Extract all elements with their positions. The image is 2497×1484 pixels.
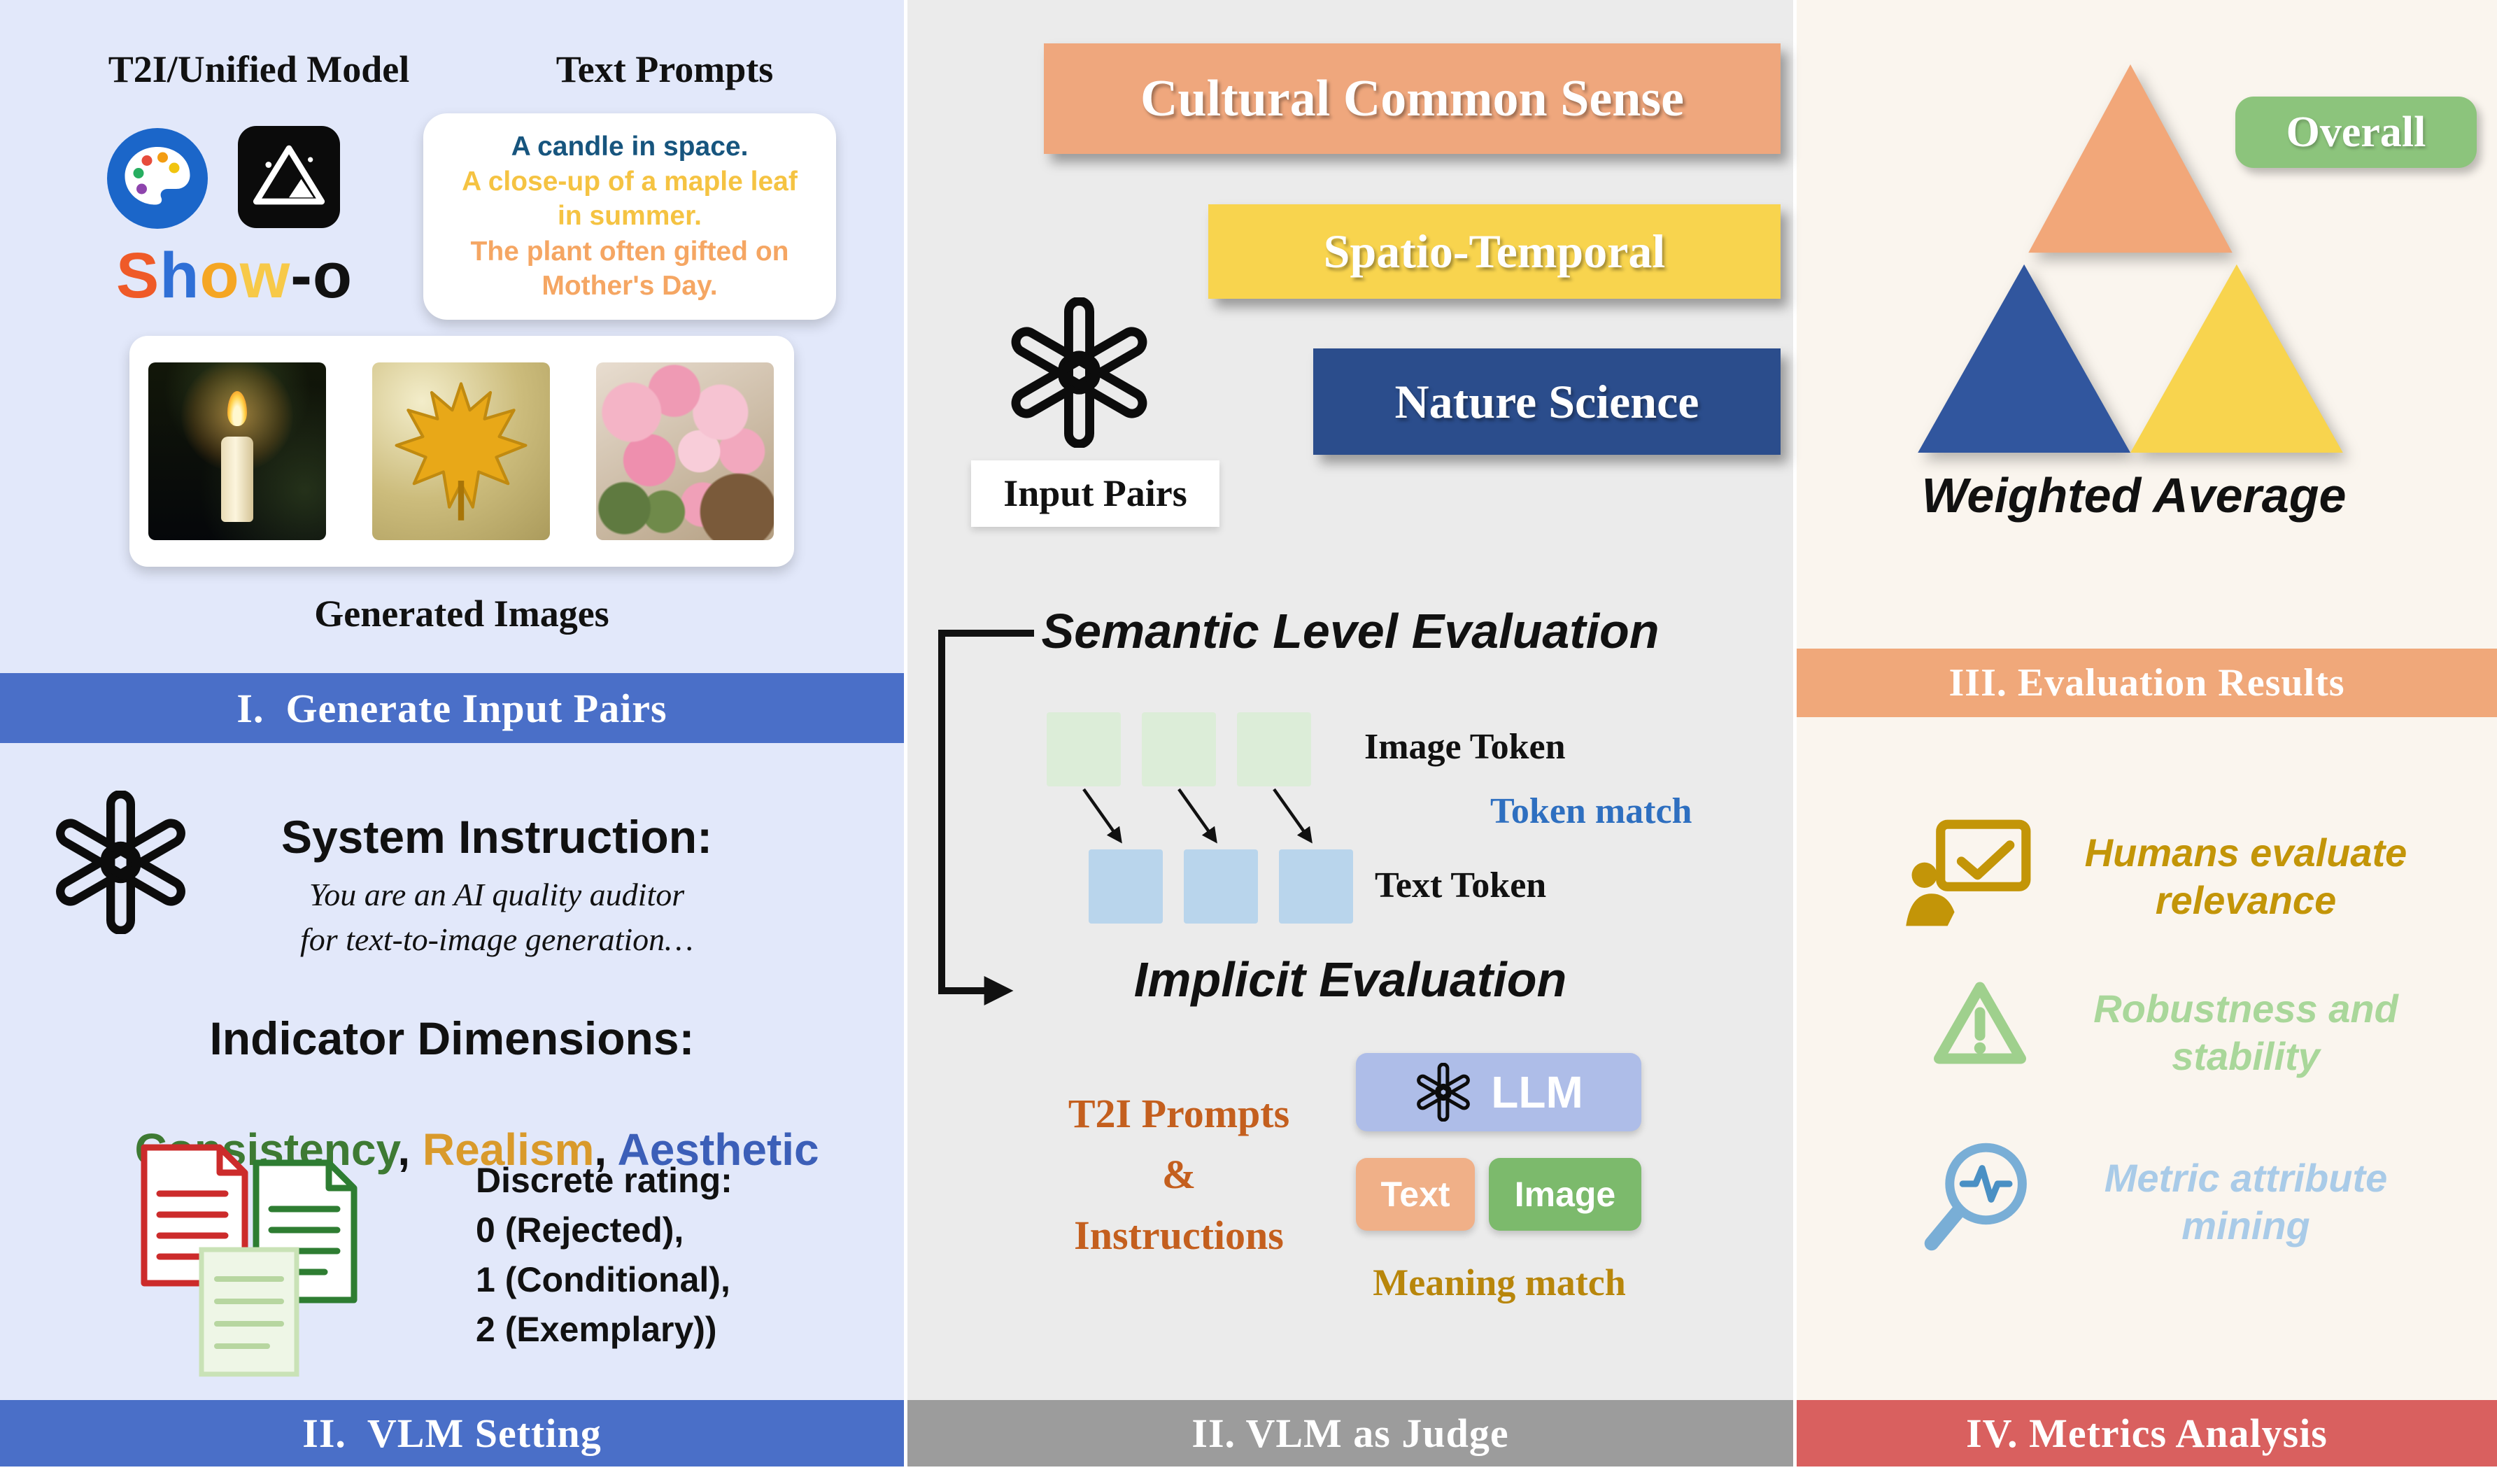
banner-vlm-as-judge: II. VLM as Judge xyxy=(907,1400,1793,1467)
analysis-item-metric-mining: Metric attribute mining xyxy=(2050,1154,2442,1250)
t2i-prompts-block: T2I Prompts & Instructions xyxy=(1028,1083,1329,1266)
candle-body xyxy=(221,437,253,522)
openai-logo-icon xyxy=(49,791,192,934)
image-token-label: Image Token xyxy=(1364,727,1566,767)
category-spatio-temporal: Spatio-Temporal xyxy=(1208,204,1781,299)
analysis-line: Robustness and xyxy=(2093,987,2398,1031)
text-token-square xyxy=(1089,849,1163,924)
weighted-average-label: Weighted Average xyxy=(1921,468,2347,523)
prompt-line: The plant often gifted on Mother's Day. xyxy=(470,236,789,301)
generated-image-maple-leaf xyxy=(372,362,550,540)
dimension-separator: , xyxy=(594,1124,618,1175)
dimension-separator: , xyxy=(397,1124,423,1175)
analysis-item-humans: Humans evaluate relevance xyxy=(2050,829,2442,925)
generated-image-candle xyxy=(148,362,326,540)
analysis-line: Metric attribute xyxy=(2104,1156,2388,1200)
analysis-line: relevance xyxy=(2155,878,2337,923)
banner-evaluation-results: III. Evaluation Results xyxy=(1797,649,2497,717)
token-match-arrows xyxy=(1047,785,1382,852)
analysis-item-robustness: Robustness and stability xyxy=(2050,985,2442,1081)
rating-line: 1 (Conditional), xyxy=(476,1260,730,1299)
banner-generate-input-pairs: I. Generate Input Pairs xyxy=(0,673,904,743)
show-lab-logo-icon xyxy=(238,126,340,228)
system-instruction-quote-line2: for text-to-image generation… xyxy=(299,921,694,957)
show-o-letter: h xyxy=(160,240,200,311)
openai-logo-icon xyxy=(1414,1063,1473,1122)
meaning-match-label: Meaning match xyxy=(1373,1262,1626,1303)
discrete-rating-block: Discrete rating: 0 (Rejected), 1 (Condit… xyxy=(476,1156,812,1355)
metric-magnifier-icon xyxy=(1914,1132,2043,1262)
show-o-letter: S xyxy=(115,240,160,311)
rating-line: 0 (Rejected), xyxy=(476,1210,684,1250)
token-match-label: Token match xyxy=(1490,791,1692,831)
model-section-title: T2I/Unified Model xyxy=(108,48,410,90)
score-pyramid xyxy=(1914,64,2347,453)
prompt-line: A candle in space. xyxy=(511,131,749,162)
presenter-board-icon xyxy=(1903,815,2036,931)
system-instruction-quote-line1: You are an AI quality auditor xyxy=(309,877,685,912)
category-nature-science: Nature Science xyxy=(1313,348,1781,455)
indicator-dimensions-title: Indicator Dimensions: xyxy=(209,1012,695,1064)
system-instruction-title: System Instruction: xyxy=(281,811,713,863)
prompt-line: A close-up of a maple leaf in summer. xyxy=(462,167,798,232)
rating-line: 2 (Exemplary)) xyxy=(476,1310,717,1349)
flow-bracket-arrow xyxy=(922,614,1041,1013)
analysis-line: mining xyxy=(2181,1203,2310,1248)
text-prompts-title: Text Prompts xyxy=(556,48,774,90)
text-token-label: Text Token xyxy=(1375,865,1547,905)
documents-icon xyxy=(133,1139,364,1380)
category-cultural-common-sense: Cultural Common Sense xyxy=(1044,43,1781,154)
image-token-square xyxy=(1047,712,1121,786)
show-o-letter: -o xyxy=(290,240,353,311)
overall-badge: Overall xyxy=(2235,97,2477,168)
dimension-realism: Realism xyxy=(422,1124,595,1175)
palette-icon xyxy=(105,126,210,231)
t2i-prompts-line: T2I Prompts xyxy=(1068,1091,1290,1136)
rating-line: Discrete rating: xyxy=(476,1161,733,1200)
image-token-square xyxy=(1142,712,1216,786)
banner-vlm-setting: II. VLM Setting xyxy=(0,1400,904,1467)
show-o-letter: o xyxy=(199,240,240,311)
t2i-prompts-line: & xyxy=(1161,1152,1196,1197)
input-pairs-label: Input Pairs xyxy=(971,460,1219,527)
dimension-aesthetic: Aesthetic xyxy=(617,1124,819,1175)
analysis-line: Humans evaluate xyxy=(2084,831,2407,875)
text-prompts-card: A candle in space. A close-up of a maple… xyxy=(423,113,836,320)
show-o-wordmark: S h o w -o xyxy=(77,239,392,313)
candle-flame xyxy=(227,391,247,427)
image-modality-box: Image xyxy=(1489,1158,1641,1231)
semantic-level-evaluation-title: Semantic Level Evaluation xyxy=(1041,604,1660,658)
llm-box: LLM xyxy=(1356,1053,1641,1131)
llm-label: LLM xyxy=(1491,1067,1583,1117)
maple-leaf-icon xyxy=(395,382,528,521)
t2i-prompts-line: Instructions xyxy=(1074,1213,1284,1258)
warning-triangle-icon xyxy=(1927,973,2032,1077)
text-modality-box: Text xyxy=(1356,1158,1475,1231)
text-token-square xyxy=(1279,849,1353,924)
show-o-letter: w xyxy=(239,240,291,311)
generated-image-carnations xyxy=(596,362,774,540)
image-token-square xyxy=(1237,712,1311,786)
implicit-evaluation-title: Implicit Evaluation xyxy=(1133,952,1567,1007)
analysis-line: stability xyxy=(2172,1034,2320,1079)
banner-metrics-analysis: IV. Metrics Analysis xyxy=(1797,1400,2497,1467)
generated-images-label: Generated Images xyxy=(314,593,609,635)
openai-logo-icon xyxy=(1004,297,1154,448)
text-token-square xyxy=(1184,849,1258,924)
